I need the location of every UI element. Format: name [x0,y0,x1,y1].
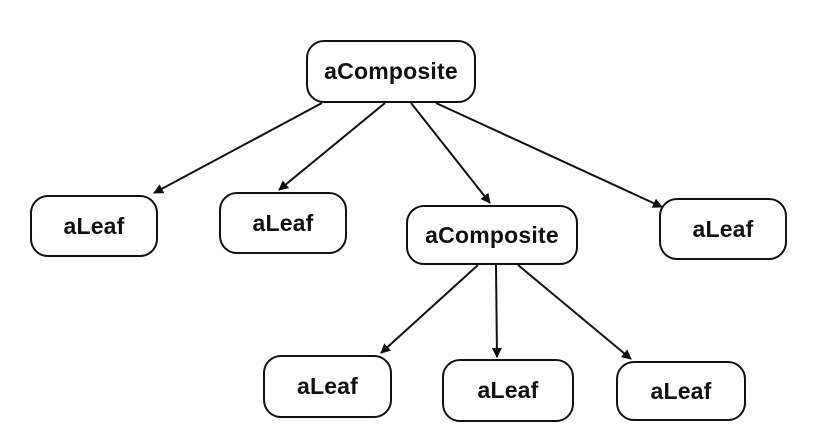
edge-root-to-composite-2 [410,102,491,204]
node-label: aLeaf [477,377,539,403]
edge-composite-2-to-leaf-6 [517,264,632,360]
node-root-composite: aComposite [306,40,476,103]
node-label: aLeaf [252,209,314,236]
node-label: aLeaf [63,212,125,239]
node-label: aLeaf [650,377,712,404]
edge-root-to-leaf-1 [153,102,323,194]
edge-composite-2-to-leaf-5 [491,264,502,358]
node-composite-2: aComposite [406,205,578,265]
node-label: aLeaf [692,215,754,242]
node-leaf-1: aLeaf [30,195,158,257]
node-leaf-3: aLeaf [659,198,787,260]
node-label: aLeaf [296,373,359,399]
edge-root-to-leaf-3 [435,102,663,208]
edge-root-to-leaf-2 [278,102,386,191]
node-label: aComposite [324,58,458,84]
node-leaf-4: aLeaf [263,355,392,418]
node-leaf-5: aLeaf [442,359,574,422]
node-label: aComposite [425,221,559,248]
edge-composite-2-to-leaf-4 [380,264,479,354]
node-leaf-2: aLeaf [219,192,347,254]
node-leaf-6: aLeaf [616,361,746,421]
